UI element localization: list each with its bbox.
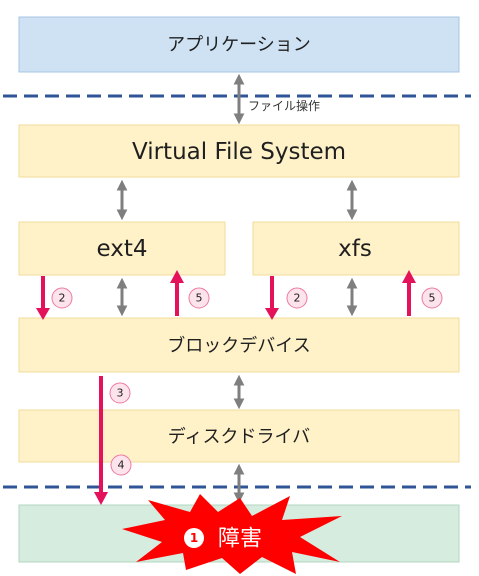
step-3-badge: 3 [109, 382, 131, 404]
xfs-label: xfs [338, 236, 372, 262]
ext4-step-5-badge: 5 [188, 287, 210, 309]
xfs-request-arrow [265, 276, 279, 320]
ext4-box [18, 221, 226, 276]
ext4-label: ext4 [96, 236, 147, 262]
block-device-label: ブロックデバイス [167, 335, 310, 357]
xfs-box [252, 221, 460, 276]
badge-circle [188, 287, 210, 309]
step-4-badge: 4 [110, 454, 132, 476]
disk-driver-label: ディスクドライバ [168, 427, 310, 448]
block-device-box [18, 317, 460, 373]
file-operation-label: ファイル操作 [248, 98, 320, 113]
badge-circle [184, 528, 204, 548]
badge-number: 5 [429, 292, 436, 305]
vfs-box [18, 124, 460, 178]
arrow-head [402, 270, 416, 283]
badge-number: 2 [294, 292, 301, 305]
badge-number: 1 [190, 531, 198, 545]
badge-circle [109, 382, 131, 404]
badge-number: 2 [59, 292, 66, 305]
xfs-response-arrow [402, 270, 416, 316]
badge-circle [286, 287, 308, 309]
badge-number: 5 [196, 292, 203, 305]
driver-request-arrow [94, 376, 108, 505]
badge-number: 4 [118, 459, 125, 472]
arrow-head [36, 308, 50, 320]
xfs-step-5-badge: 5 [421, 287, 443, 309]
xfs-step-2-badge: 2 [286, 287, 308, 309]
failure-step-1-badge: 1 [184, 528, 204, 548]
badge-circle [51, 287, 73, 309]
ext4-step-2-badge: 2 [51, 287, 73, 309]
vfs-label: Virtual File System [132, 139, 346, 165]
failure-label: 障害 [218, 527, 262, 552]
ext4-request-arrow [36, 276, 50, 320]
ext4-response-arrow [170, 270, 184, 316]
application-label: アプリケーション [167, 35, 311, 56]
application-box [18, 16, 460, 73]
badge-circle [110, 454, 132, 476]
badge-circle [421, 287, 443, 309]
disk-driver-box [18, 409, 460, 463]
arrow-head [94, 492, 108, 505]
arrow-head [170, 270, 184, 283]
arrow-head [265, 308, 279, 320]
badge-number: 3 [117, 387, 124, 400]
failure-explosion [122, 494, 342, 574]
